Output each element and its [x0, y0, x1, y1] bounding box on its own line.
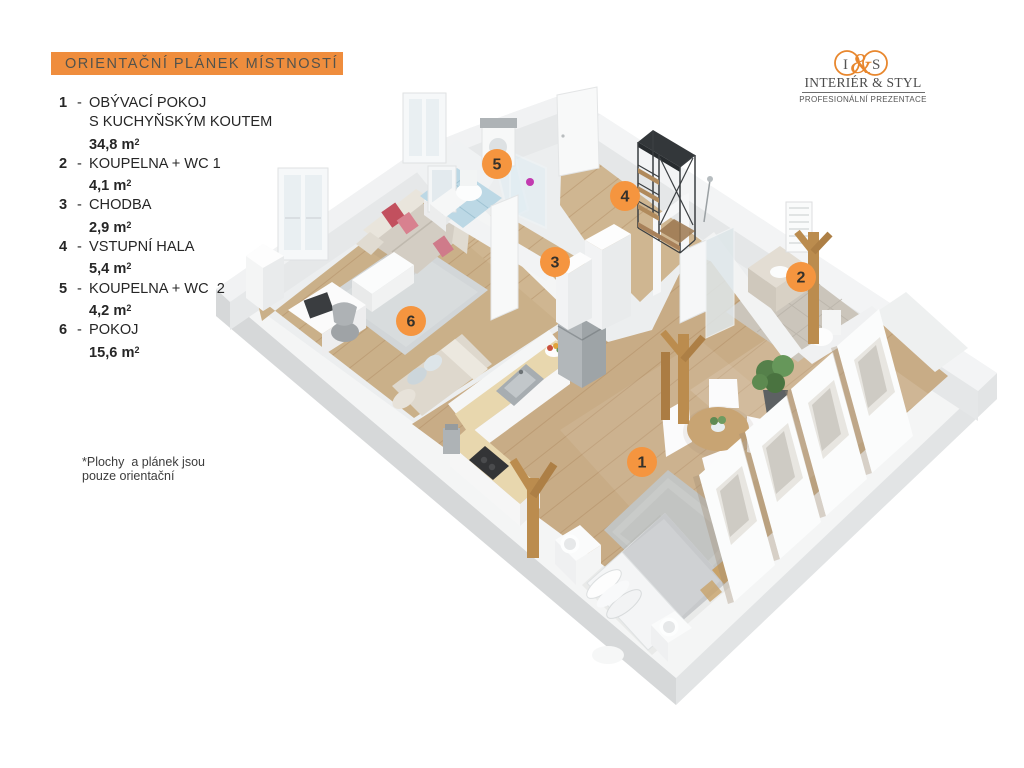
svg-text:4: 4 — [621, 189, 630, 206]
svg-text:S: S — [872, 57, 880, 73]
svg-text:I: I — [843, 57, 848, 73]
svg-text:5: 5 — [493, 157, 502, 174]
svg-text:1: 1 — [638, 455, 647, 472]
svg-text:2: 2 — [797, 270, 806, 287]
svg-text:3: 3 — [551, 255, 560, 272]
svg-text:6: 6 — [407, 314, 416, 331]
svg-text:&: & — [850, 49, 872, 80]
